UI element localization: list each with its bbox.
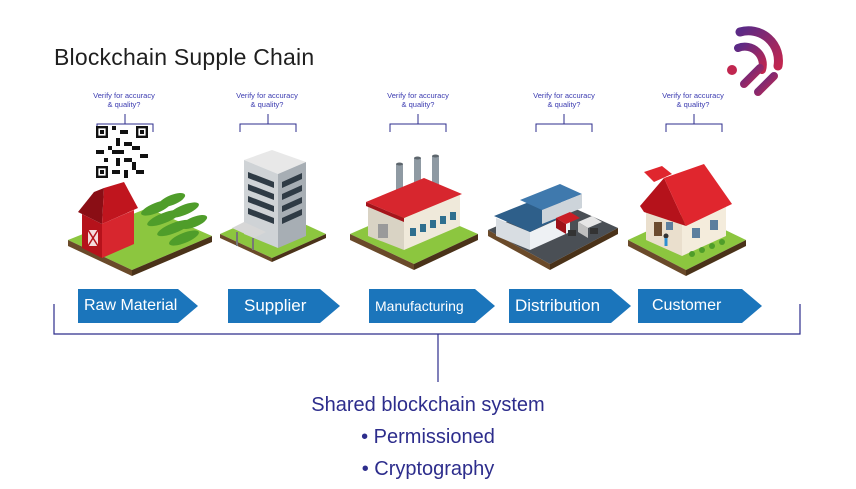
verify-note-3: Verify for accuracy& quality? (387, 91, 449, 109)
brace-5 (665, 114, 723, 132)
stage-raw-material: Raw Material (78, 289, 198, 323)
bullet-cryptography: • Cryptography (361, 458, 495, 480)
page-title: Blockchain Supple Chain (54, 44, 315, 70)
office-building-icon (220, 150, 326, 262)
brace-2 (239, 114, 297, 132)
house-icon (628, 164, 746, 276)
barn-farm-icon (68, 182, 212, 276)
stage-supplier: Supplier (228, 289, 340, 323)
qr-code-icon (96, 126, 148, 178)
stage-customer: Customer (638, 289, 762, 323)
brand-logo-icon (727, 26, 783, 96)
verify-note-5: Verify for accuracy& quality? (662, 91, 724, 109)
warehouse-trucks-icon (488, 184, 618, 270)
shared-system-heading: Shared blockchain system (311, 394, 545, 416)
brace-3 (389, 114, 447, 132)
verify-note-1: Verify for accuracy& quality? (93, 91, 155, 109)
verify-note-4: Verify for accuracy& quality? (533, 91, 595, 109)
stage-distribution: Distribution (509, 289, 631, 323)
bullet-permissioned: • Permissioned (361, 426, 495, 448)
shared-bracket (53, 304, 801, 382)
factory-icon (350, 154, 478, 270)
verify-note-2: Verify for accuracy& quality? (236, 91, 298, 109)
brace-4 (535, 114, 593, 132)
stage-manufacturing: Manufacturing (369, 289, 495, 323)
